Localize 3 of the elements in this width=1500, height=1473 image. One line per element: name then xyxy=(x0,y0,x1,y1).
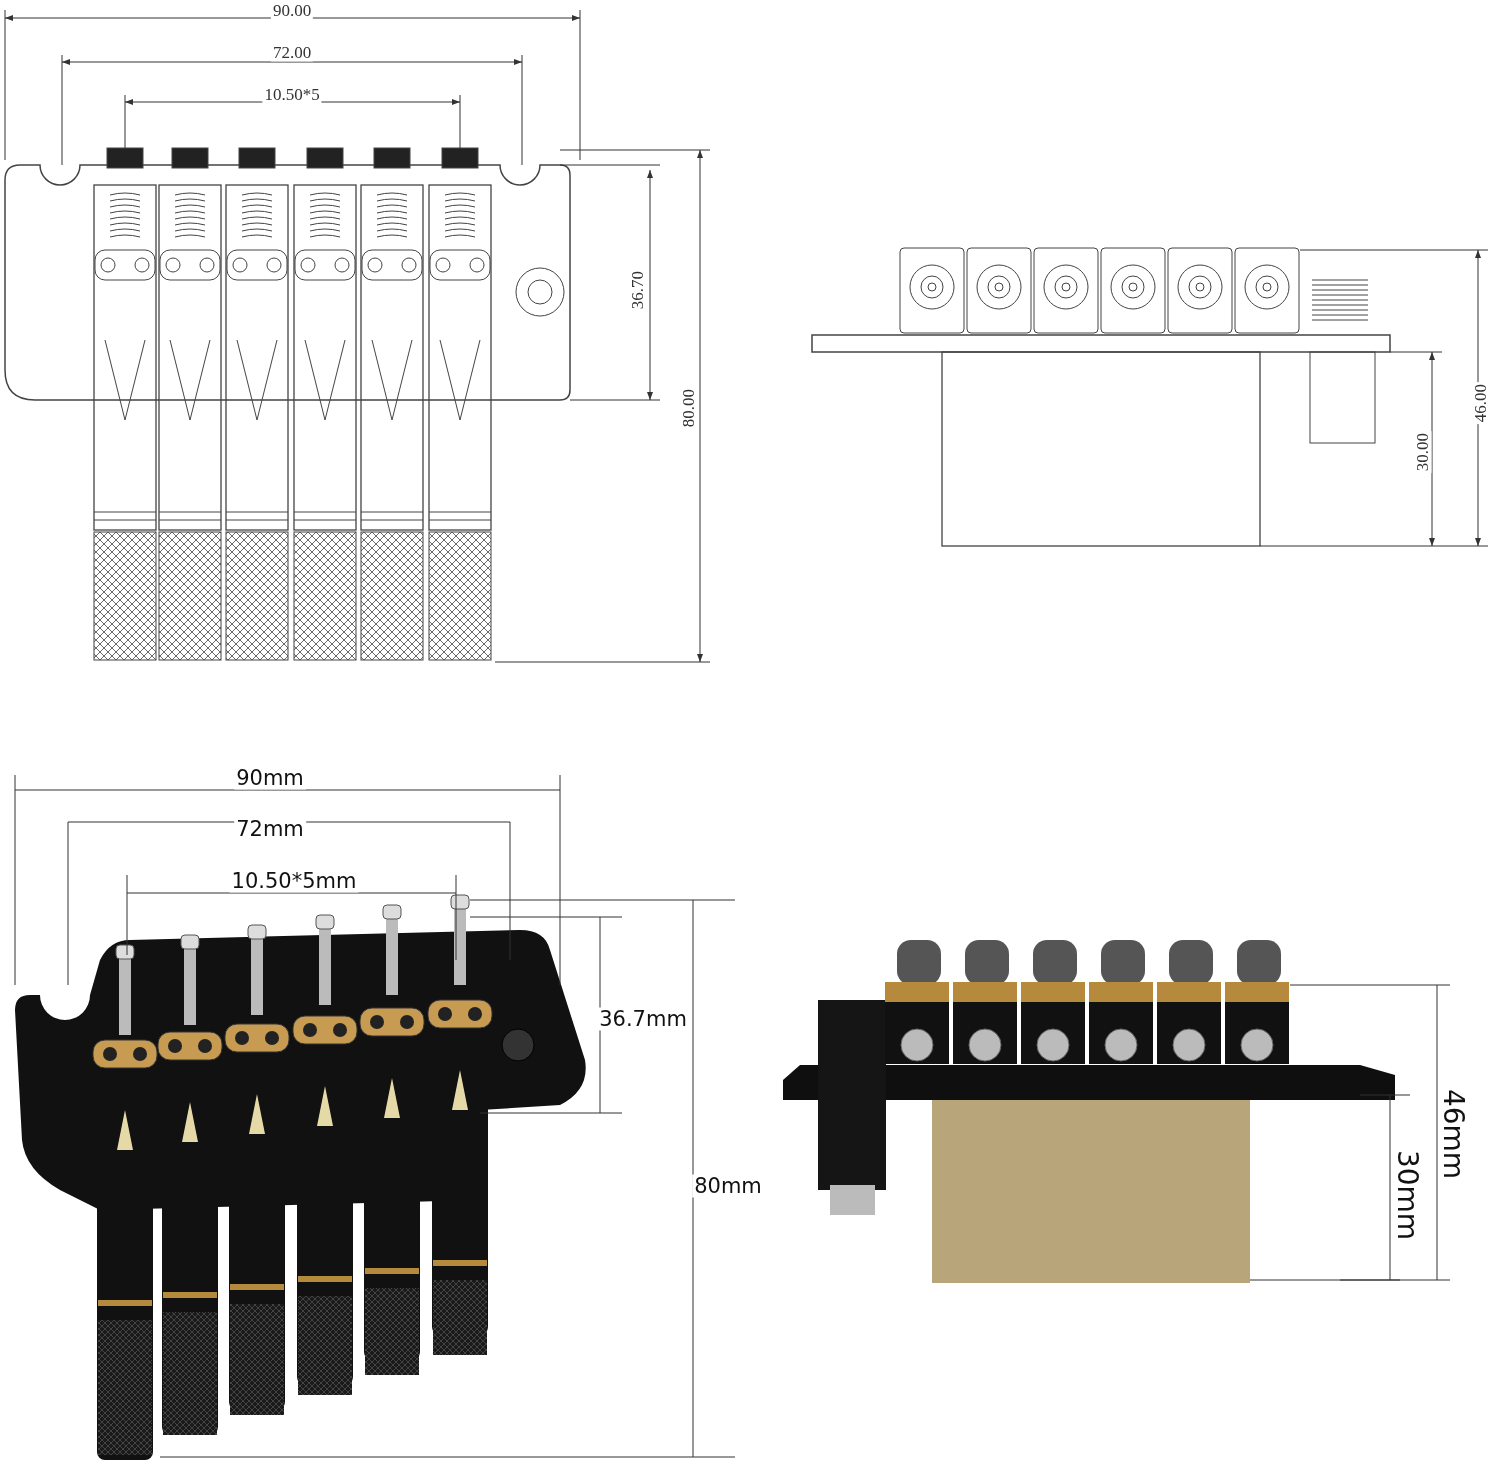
dimension-label: 10.50*5mm xyxy=(229,869,359,893)
dimension-label: 36.7mm xyxy=(597,1007,689,1031)
dimension-label: 90mm xyxy=(234,766,306,790)
